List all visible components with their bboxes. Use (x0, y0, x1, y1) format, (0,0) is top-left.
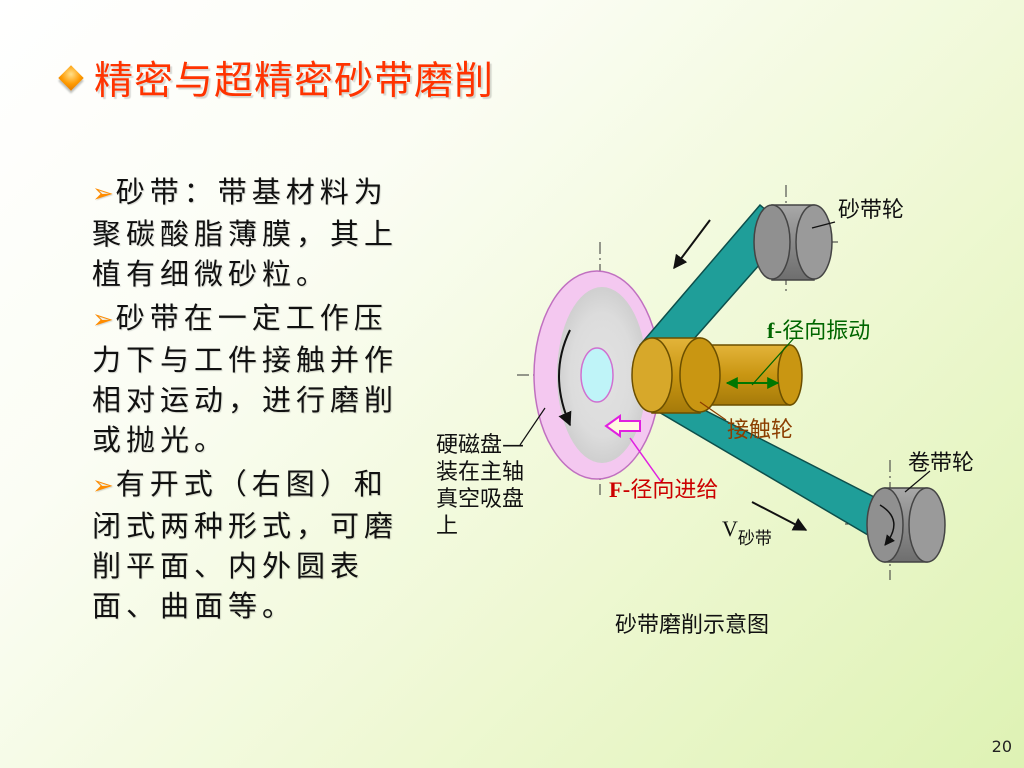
bullet-item: ➢砂带在一定工作压力下与工件接触并作相对运动，进行磨削或抛光。 (92, 298, 402, 460)
belt-in-arrow-icon (673, 219, 711, 270)
bullet-text: 有开式（右图）和闭式两种形式，可磨削平面、内外圆表面、曲面等。 (92, 467, 399, 623)
take-up-wheel (866, 487, 946, 563)
page-number: 20 (991, 737, 1012, 756)
slide-title: 精密与超精密砂带磨削 (94, 59, 495, 104)
top-belt-wheel (753, 204, 833, 281)
v-subscript: 砂带 (737, 529, 772, 549)
radial-feed-label: F-径向进给 (609, 472, 718, 504)
title-row: 精密与超精密砂带磨削 (58, 50, 495, 106)
v-symbol: V (722, 516, 738, 541)
arrow-bullet-icon: ➢ (92, 305, 114, 335)
bullet-list: ➢砂带：带基材料为聚碳酸脂薄膜，其上植有细微砂粒。 ➢砂带在一定工作压力下与工件… (92, 172, 402, 630)
radial-vibration-text: -径向振动 (774, 319, 871, 344)
disk-label-line: 上 (436, 514, 459, 539)
contact-wheel (631, 337, 803, 414)
take-up-rotation-icon (879, 504, 896, 546)
F-symbol: F (609, 477, 623, 502)
arrow-bullet-icon: ➢ (92, 471, 114, 501)
top-wheel-label: 砂带轮 (838, 198, 905, 223)
disk-label-line: 硬磁盘— (436, 433, 525, 458)
leader-lines (519, 221, 931, 493)
radial-feed-text: -径向进给 (622, 478, 719, 503)
f-symbol: f (767, 318, 775, 343)
disk-label-line: 真空吸盘 (436, 487, 525, 512)
belt-speed-label: V砂带 (722, 516, 772, 549)
contact-wheel-label: 接触轮 (727, 418, 794, 443)
bullet-item: ➢有开式（右图）和闭式两种形式，可磨削平面、内外圆表面、曲面等。 (92, 464, 402, 626)
diagram-caption: 砂带磨削示意图 (615, 613, 770, 638)
arrow-bullet-icon: ➢ (92, 179, 114, 209)
bullet-text: 砂带：带基材料为聚碳酸脂薄膜，其上植有细微砂粒。 (92, 175, 399, 291)
feed-arrow-icon (604, 414, 641, 438)
rotation-arrow-icon (558, 329, 572, 427)
bullet-text: 砂带在一定工作压力下与工件接触并作相对运动，进行磨削或抛光。 (92, 301, 399, 457)
disk-label-line: 装在主轴 (436, 460, 525, 485)
bullet-item: ➢砂带：带基材料为聚碳酸脂薄膜，其上植有细微砂粒。 (92, 172, 402, 294)
belt-out-arrow-icon (751, 501, 808, 531)
disk-label: 硬磁盘— 装在主轴 真空吸盘 上 (436, 432, 556, 540)
radial-vibration-label: f-径向振动 (767, 313, 870, 345)
take-up-wheel-label: 卷带轮 (908, 451, 975, 476)
